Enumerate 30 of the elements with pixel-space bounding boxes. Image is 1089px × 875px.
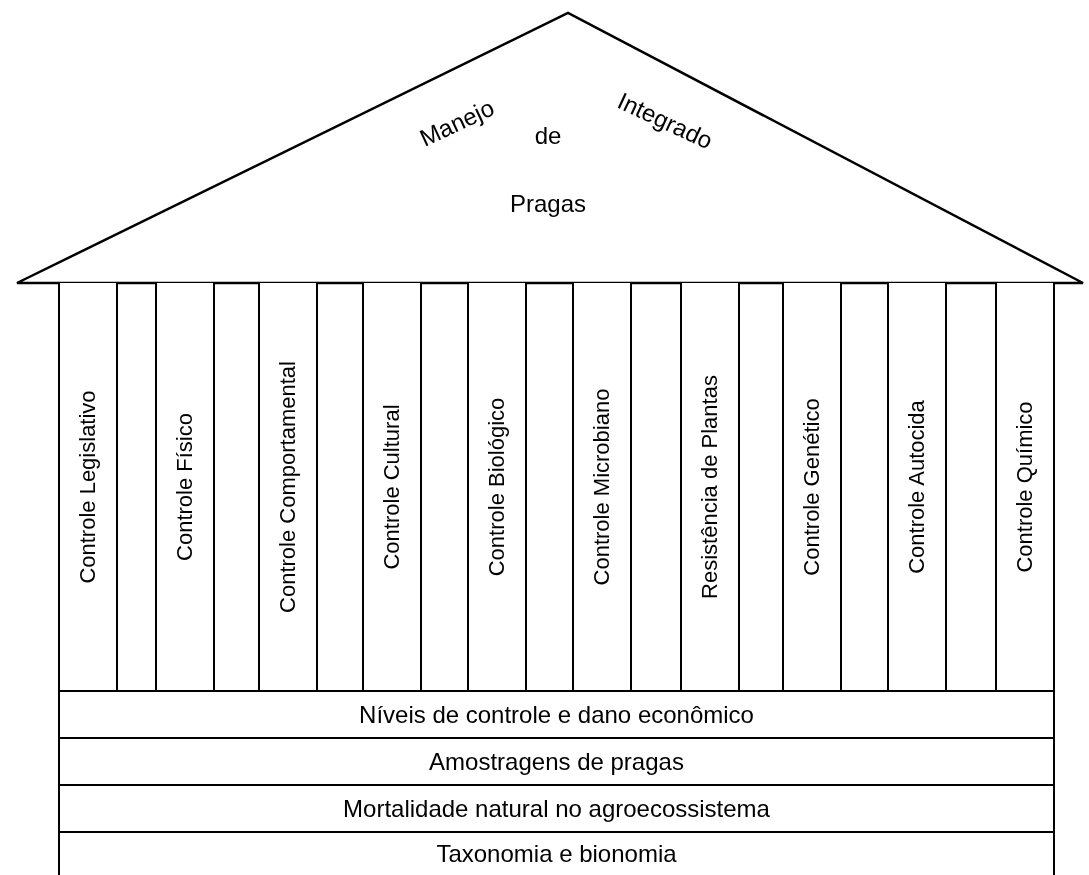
pillar <box>782 283 842 692</box>
pillar <box>155 283 215 692</box>
pillar <box>362 283 422 692</box>
pillar-label: Controle Químico <box>1012 400 1038 573</box>
pillar <box>887 283 947 692</box>
roof-title-word: de <box>534 122 562 150</box>
band-label: Amostragens de pragas <box>429 747 684 776</box>
pillar-label: Controle Físico <box>172 412 198 561</box>
pillar-label: Controle Legislativo <box>75 389 101 584</box>
pillar-label: Resistência de Plantas <box>697 374 723 599</box>
pillar <box>995 283 1055 692</box>
pillar-label: Controle Autocida <box>904 399 930 574</box>
pillar <box>58 283 118 692</box>
foundation-band <box>58 784 1055 833</box>
pillar-label: Controle Comportamental <box>275 360 301 613</box>
pillar <box>680 283 740 692</box>
pillar-label: Controle Biológico <box>484 397 510 576</box>
foundation-band <box>58 737 1055 786</box>
roof-title-word: Pragas <box>510 190 586 218</box>
pillar-label: Controle Cultural <box>379 403 405 570</box>
band-label: Níveis de controle e dano econômico <box>359 700 754 729</box>
pillar <box>467 283 527 692</box>
pillar <box>258 283 318 692</box>
band-label: Mortalidade natural no agroecossistema <box>343 794 770 823</box>
pillar-label: Controle Microbiano <box>589 388 615 585</box>
pillar <box>572 283 632 692</box>
foundation-band <box>58 831 1055 875</box>
foundation-band <box>58 690 1055 739</box>
band-label: Taxonomia e bionomia <box>436 840 677 868</box>
pillar-label: Controle Genético <box>799 397 825 576</box>
